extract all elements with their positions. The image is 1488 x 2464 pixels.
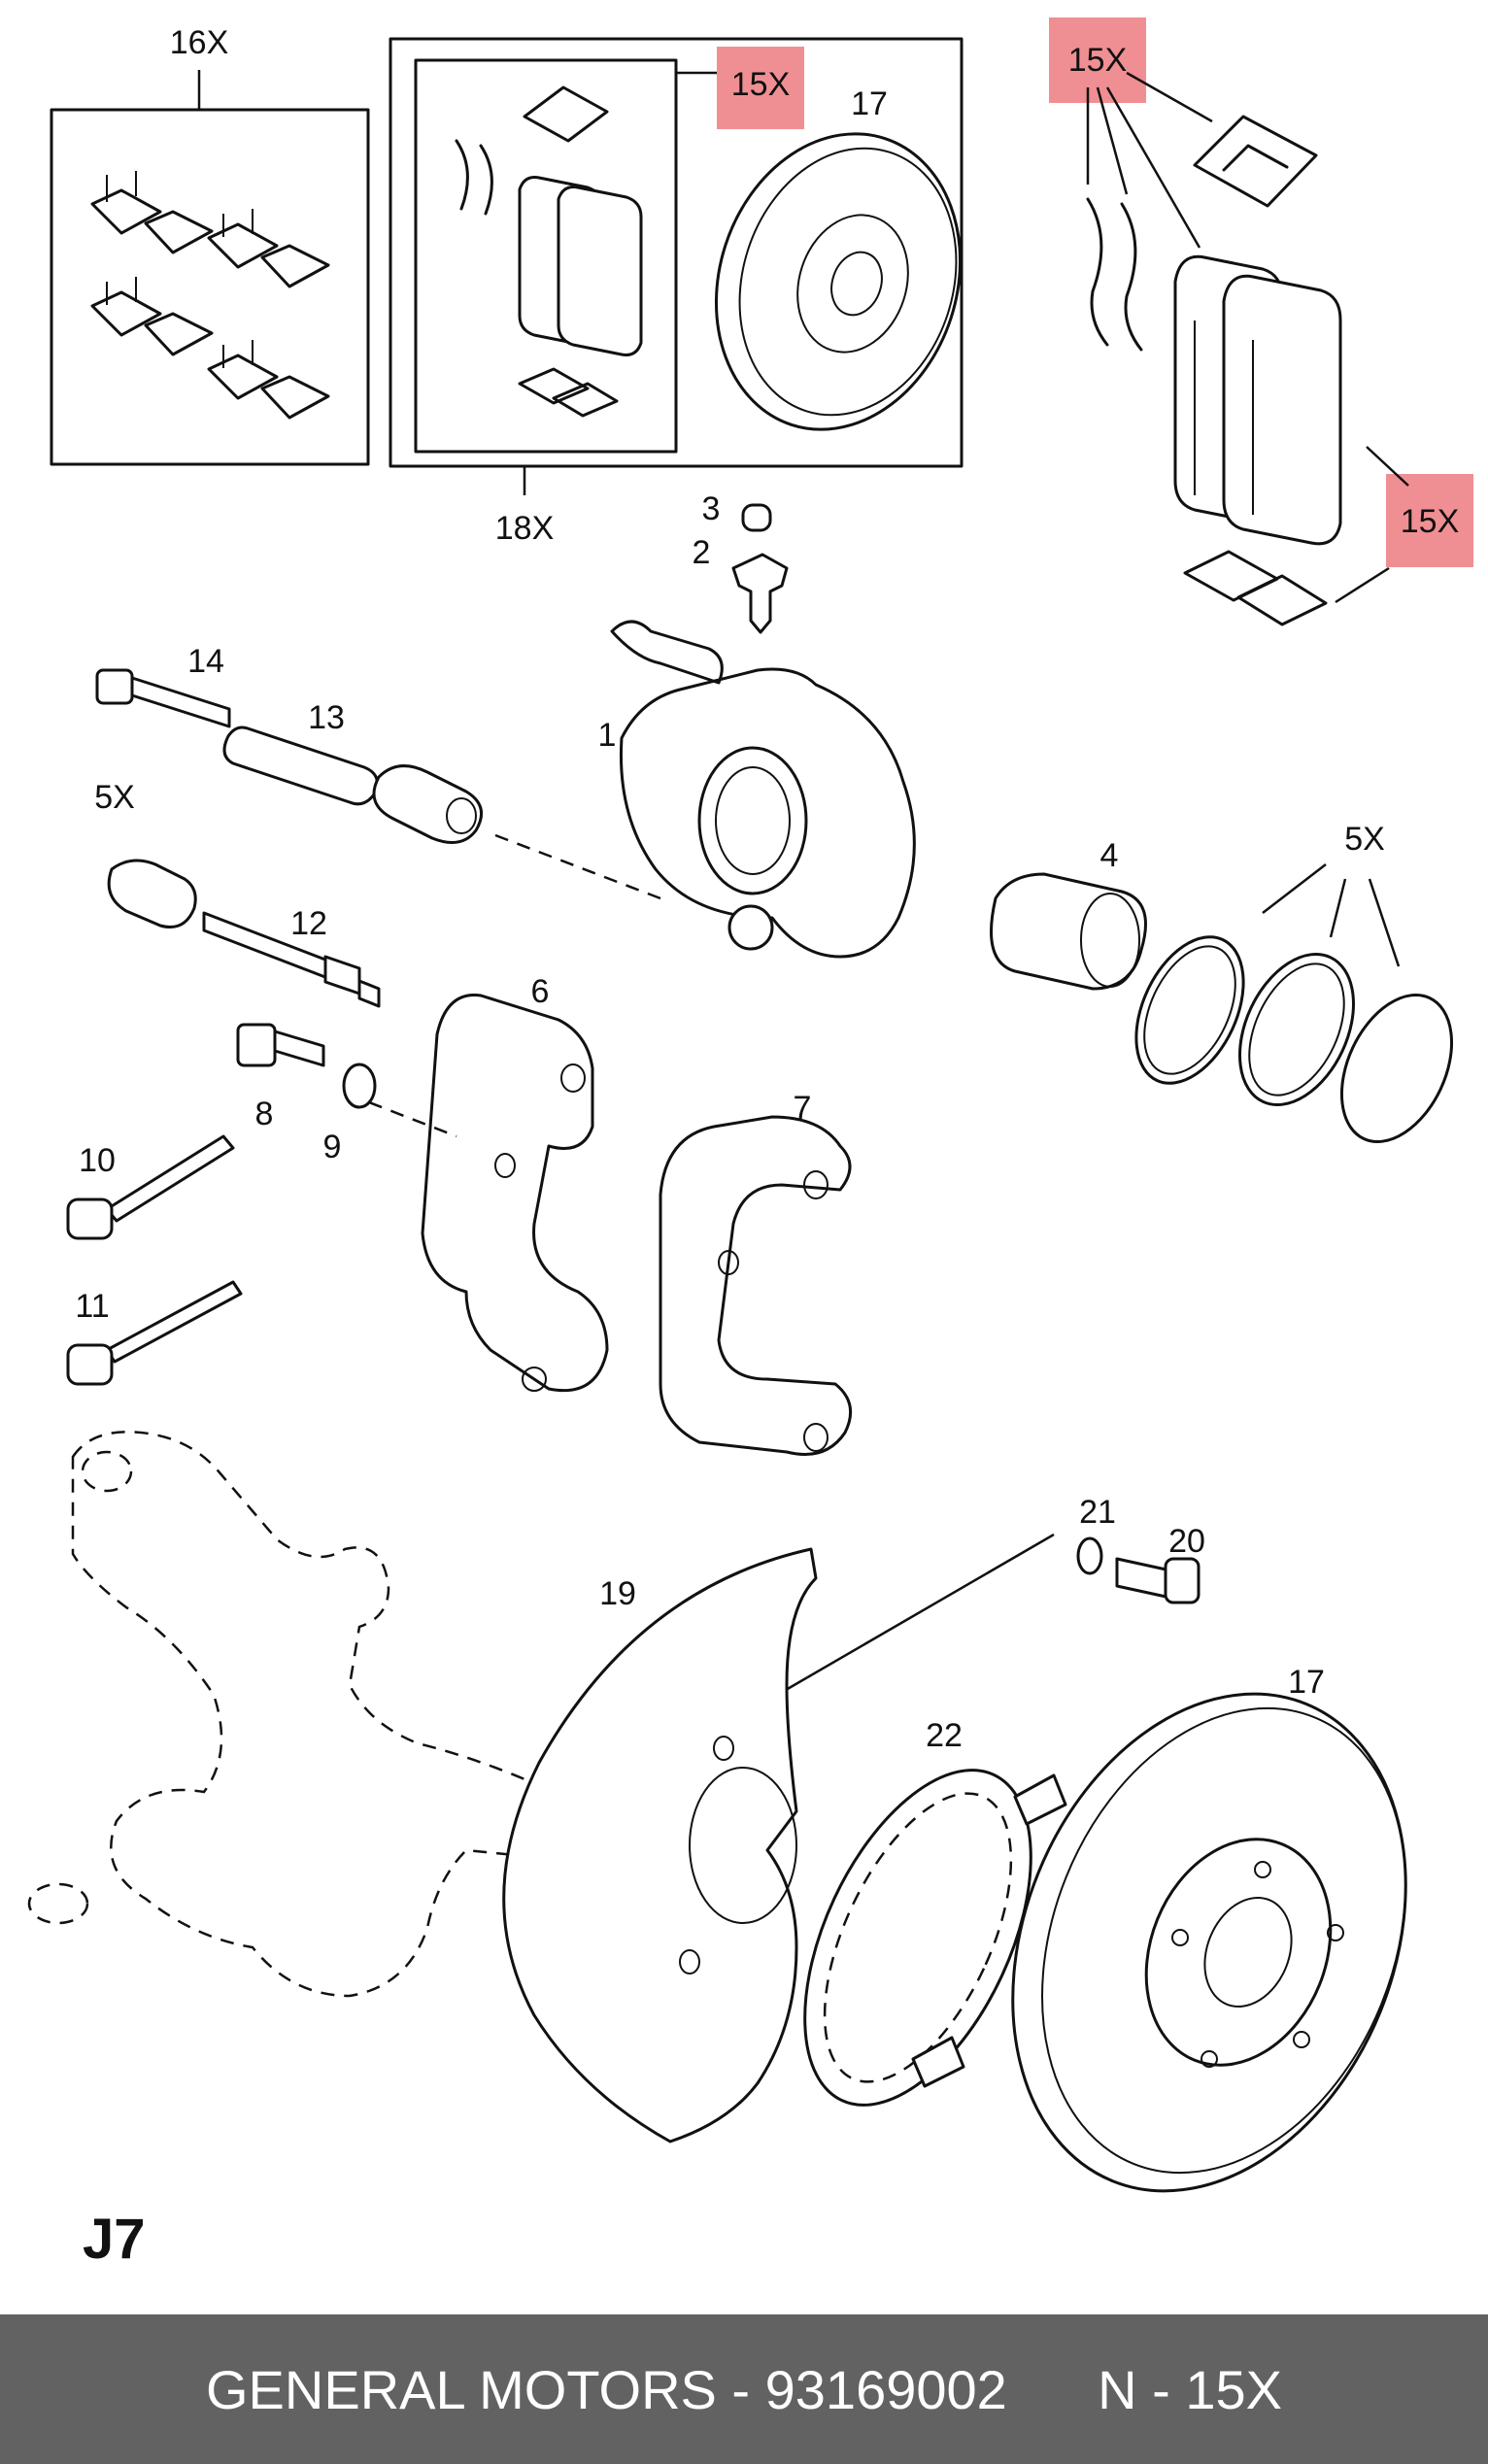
label-18x: 18X <box>495 510 555 547</box>
label-16x: 16X <box>170 24 229 61</box>
label-9: 9 <box>323 1129 342 1165</box>
label-10: 10 <box>79 1142 116 1179</box>
clip-set-icon <box>90 171 330 420</box>
abs-tone-ring-22 <box>803 1769 1067 2107</box>
label-2: 2 <box>693 534 711 571</box>
pad-kit-18x-box <box>389 37 964 495</box>
caliper-carrier-7 <box>659 1115 853 1456</box>
label-1: 1 <box>598 717 617 754</box>
label-4: 4 <box>1100 837 1119 874</box>
label-21: 21 <box>1079 1494 1116 1531</box>
seal-rings-5x <box>1134 863 1454 1144</box>
label-15x-right: 15X <box>1401 503 1460 540</box>
brake-pads-right <box>1086 115 1342 626</box>
guide-sleeve-13 <box>222 726 379 806</box>
caption-text: GENERAL MOTORS - 93169002 N - 15X <box>206 2358 1282 2420</box>
bolt-10 <box>66 1134 235 1240</box>
screw-20 <box>1115 1557 1201 1604</box>
leader-lines-15x <box>1086 71 1409 604</box>
splash-shield-19 <box>502 1547 818 2143</box>
washer-9 <box>342 1063 377 1109</box>
brake-disc-top-17 <box>714 132 963 431</box>
label-17-bottom: 17 <box>1288 1664 1325 1701</box>
brake-caliper-1 <box>494 620 916 959</box>
label-13: 13 <box>308 699 345 736</box>
bushing-5x <box>107 859 197 928</box>
caliper-piston-4 <box>990 872 1147 991</box>
label-8: 8 <box>255 1096 274 1132</box>
brake-pad-set-icon <box>455 85 643 418</box>
exploded-brake-diagram: 16X 15X 17 18X 15X 15X 3 2 14 13 1 5X 4 … <box>27 17 1473 2271</box>
label-17-top: 17 <box>851 85 888 122</box>
brake-disc-bottom-17 <box>1011 1692 1407 2193</box>
label-7: 7 <box>794 1090 812 1127</box>
label-3: 3 <box>702 490 721 527</box>
label-15x-box: 15X <box>731 66 791 103</box>
label-5x-left: 5X <box>94 779 135 816</box>
caption-bar: GENERAL MOTORS - 93169002 N - 15X <box>0 2314 1488 2464</box>
bolt-11 <box>66 1280 243 1386</box>
bleeder-screw-2-3 <box>731 503 789 634</box>
label-20: 20 <box>1168 1523 1205 1560</box>
clip-kit-16x-box <box>50 70 370 466</box>
guide-bolt-12 <box>202 911 381 1008</box>
group-code: J7 <box>83 2208 146 2271</box>
highlight-15x-right <box>1386 474 1473 567</box>
label-12: 12 <box>290 905 327 942</box>
label-15x-top: 15X <box>1068 42 1128 79</box>
label-22: 22 <box>926 1717 963 1754</box>
label-11: 11 <box>75 1288 109 1325</box>
label-19: 19 <box>599 1575 636 1612</box>
label-14: 14 <box>187 643 224 680</box>
highlight-15x-box <box>717 47 804 129</box>
dust-boot-5x <box>372 764 484 844</box>
label-6: 6 <box>531 973 550 1010</box>
guide-bolt-14 <box>95 668 231 728</box>
part-labels: 16X 15X 17 18X 15X 15X 3 2 14 13 1 5X 4 … <box>75 24 1459 1754</box>
steering-knuckle-dashed <box>27 1431 583 1998</box>
bolt-8 <box>236 1023 325 1067</box>
caliper-carrier-6 <box>368 994 609 1393</box>
label-5x-right: 5X <box>1344 821 1385 858</box>
